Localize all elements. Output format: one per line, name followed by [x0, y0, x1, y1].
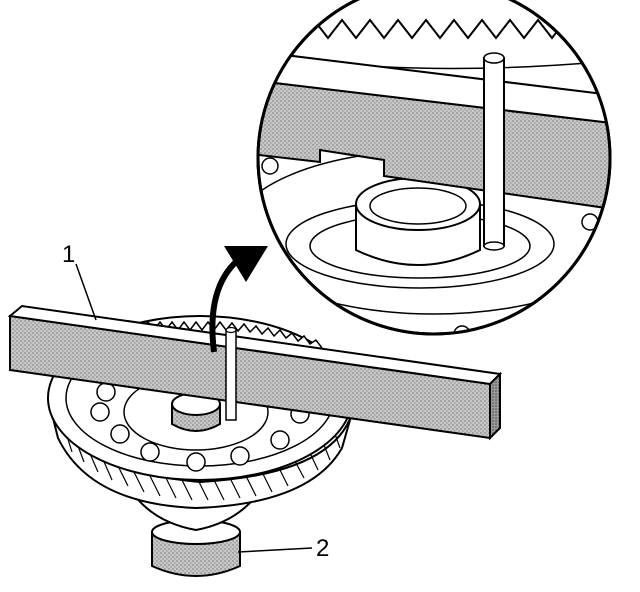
differential-assembly: [7, 304, 503, 577]
callout-2: 2: [237, 535, 329, 562]
zoom-arrow: [209, 246, 268, 353]
zoom-gear-teeth: [299, 18, 595, 40]
callout-2-label: 2: [316, 535, 329, 562]
zoom-depth-pin: [483, 57, 505, 247]
zoom-straight-edge-bar: [258, 78, 610, 212]
callout-1-label: 1: [62, 241, 75, 268]
zoom-detail: [256, 0, 612, 336]
depth-pin: [225, 329, 237, 421]
callout-1: 1: [62, 241, 97, 321]
